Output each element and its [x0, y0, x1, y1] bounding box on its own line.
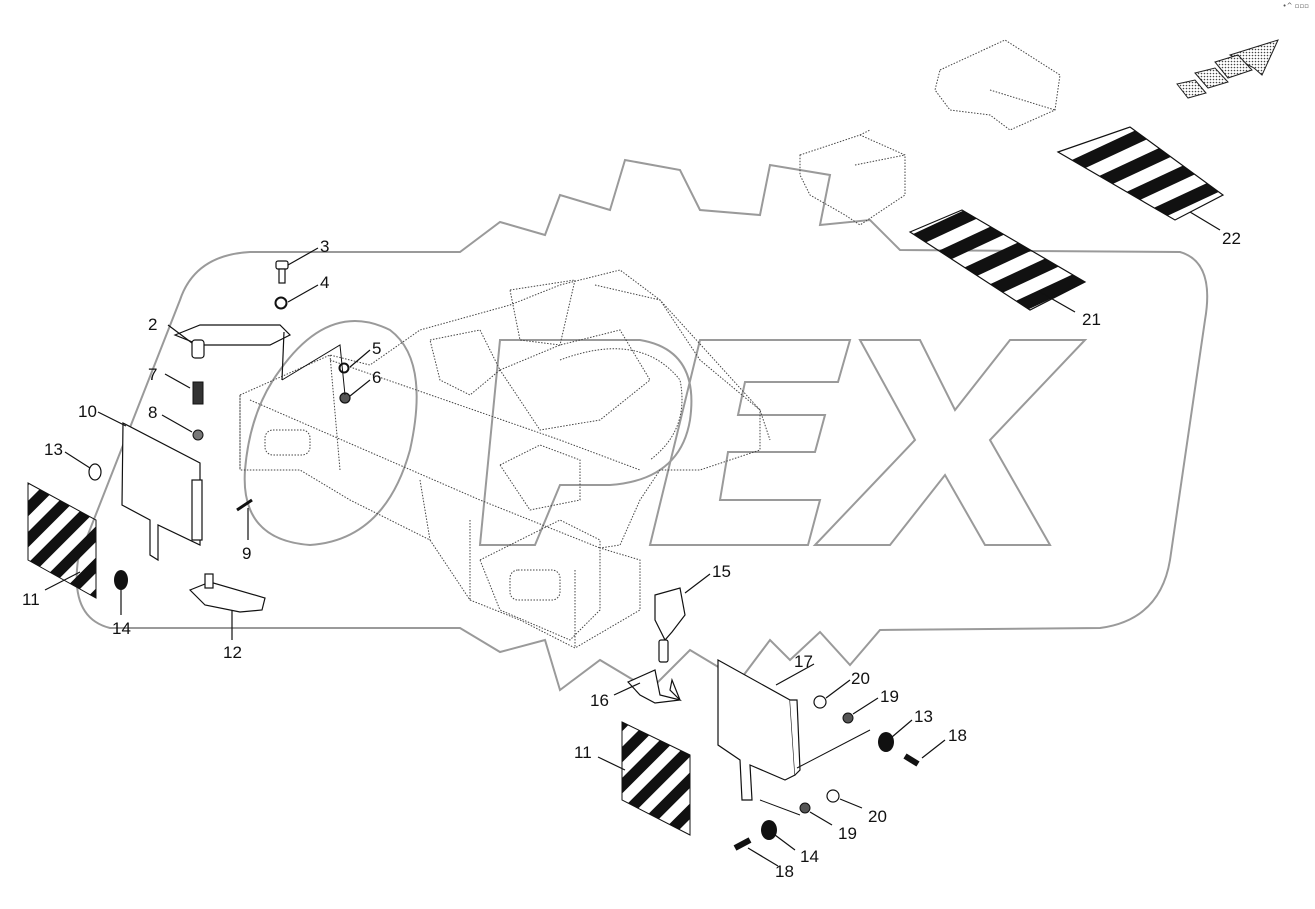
direction-arrow [1176, 39, 1279, 99]
callout-12: 12 [223, 643, 242, 662]
part-13-reflector [88, 463, 102, 481]
callout-10: 10 [78, 402, 97, 421]
callout-13-right: 13 [914, 707, 933, 726]
callout-7: 7 [148, 365, 158, 384]
callout-18-upper: 18 [948, 726, 967, 745]
cover-upper [934, 39, 1061, 131]
part-3-bolt [275, 260, 289, 284]
watermark-logo [75, 158, 1209, 692]
part-9-pin [236, 498, 253, 512]
top-covers [799, 39, 1061, 226]
watermark-letter-e [648, 339, 852, 546]
callout-6: 6 [372, 368, 382, 387]
part-20-nut-upper [813, 695, 827, 709]
callout-8: 8 [148, 403, 158, 422]
part-19-washer-lower [799, 802, 811, 814]
watermark-letter-p [478, 339, 693, 546]
part-8-washer [192, 429, 204, 441]
part-11-warning-plate-left [27, 482, 97, 599]
frame-outline [239, 269, 761, 649]
callout-9: 9 [242, 544, 252, 563]
callout-13-left: 13 [44, 440, 63, 459]
callout-17: 17 [794, 652, 813, 671]
part-14-reflector [114, 570, 128, 590]
frame-front-box [479, 444, 601, 641]
frame-curve [559, 348, 683, 461]
callout-14-right: 14 [800, 847, 819, 866]
part-19-washer-upper [842, 712, 854, 724]
callout-2: 2 [148, 315, 158, 334]
part-14-reflector-right [761, 820, 777, 840]
callout-18-lower: 18 [775, 862, 794, 881]
callout-20-lower: 20 [868, 807, 887, 826]
callout-11-right: 11 [574, 743, 592, 762]
arrow-dash-2 [1194, 67, 1229, 89]
callout-15: 15 [712, 562, 731, 581]
part-11-warning-plate-right [621, 721, 691, 836]
callout-20-upper: 20 [851, 669, 870, 688]
watermark-letter-o [243, 320, 418, 547]
callout-21: 21 [1082, 310, 1101, 329]
part-18-bolt-lower [733, 837, 752, 851]
callout-19-upper: 19 [880, 687, 899, 706]
watermark-letter-x [812, 339, 1088, 546]
arrow-dash-1 [1214, 54, 1253, 79]
leader-lines [44, 211, 1221, 867]
frame-crossmember [429, 279, 651, 431]
callout-22: 22 [1222, 229, 1241, 248]
part-15-bracket [654, 587, 686, 663]
part-10-mud-flap [121, 422, 203, 562]
part-17-mud-flap [717, 658, 801, 801]
callout-5: 5 [372, 339, 382, 358]
callout-11-left: 11 [22, 590, 40, 609]
part-16-bracket [626, 669, 682, 704]
part-13-reflector-right [878, 732, 894, 752]
part-5-washer [338, 362, 350, 374]
callout-14-left: 14 [112, 619, 131, 638]
part-12-bracket [188, 573, 266, 613]
part-4-washer [274, 296, 288, 310]
callout-3: 3 [320, 237, 330, 256]
part-21-step-plate [908, 209, 1087, 311]
cover-lower [799, 129, 906, 226]
watermark-gear-outline [75, 158, 1209, 692]
callout-4: 4 [320, 273, 330, 292]
part-7-spring [192, 381, 204, 405]
callout-16: 16 [590, 691, 609, 710]
arrow-dash-3 [1176, 79, 1207, 99]
callout-19-lower: 19 [838, 824, 857, 843]
part-18-bolt-upper [903, 753, 920, 767]
part-2-bracket [173, 324, 292, 381]
frame-top-rail [249, 359, 641, 549]
part-20-nut-lower [826, 789, 840, 803]
corner-mark: •^ ▫▫▫ [1282, 2, 1309, 10]
part-22-step-plate [1056, 126, 1225, 221]
main-frame [239, 269, 771, 649]
